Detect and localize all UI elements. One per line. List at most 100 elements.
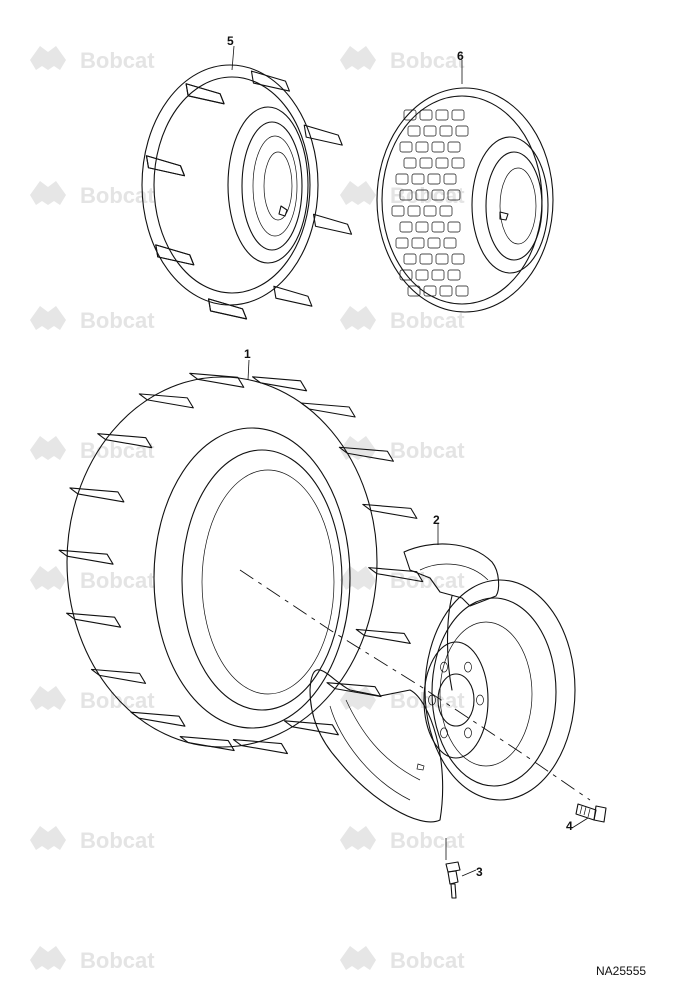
tread-block: [455, 125, 469, 137]
tread-block: [407, 125, 421, 137]
tread-lug: [155, 244, 195, 266]
tread-lug: [251, 376, 308, 392]
tread-lug: [138, 393, 194, 409]
watermark-text: Bobcat: [80, 948, 155, 973]
bobcat-logo-icon: Bobcat: [340, 181, 465, 208]
bolt-hole: [464, 661, 472, 673]
tread-block: [431, 221, 445, 233]
bobcat-logo-icon: Bobcat: [30, 566, 155, 593]
tire-ag-part-1: [58, 372, 424, 755]
tread-lug: [145, 155, 186, 177]
tread-block: [411, 237, 425, 249]
tread-lug: [189, 372, 245, 388]
valve-stem-icon: [445, 838, 461, 899]
tread-block: [419, 157, 433, 169]
bobcat-logo-icon: Bobcat: [30, 181, 155, 208]
tread-block: [451, 157, 465, 169]
watermark-text: Bobcat: [80, 688, 155, 713]
tread-block: [415, 189, 429, 201]
bobcat-logo-icon: Bobcat: [30, 46, 155, 73]
tread-block: [427, 237, 441, 249]
tread-block: [423, 285, 437, 297]
watermark-text: Bobcat: [390, 568, 465, 593]
tread-block: [403, 109, 417, 121]
tread-block: [435, 157, 449, 169]
tread-lug: [250, 70, 290, 92]
tread-block: [415, 221, 429, 233]
callout-1: 1: [244, 347, 251, 361]
tread-block: [411, 173, 425, 185]
tread-block: [399, 189, 413, 201]
tread-lug: [58, 549, 114, 565]
watermark-text: Bobcat: [390, 48, 465, 73]
callout-3: 3: [476, 865, 483, 879]
bobcat-logo-icon: Bobcat: [340, 306, 465, 333]
bolt-hole: [464, 727, 472, 739]
tread-block: [439, 285, 453, 297]
tread-block: [431, 189, 445, 201]
tread-block: [435, 253, 449, 265]
tread-block: [431, 141, 445, 153]
bobcat-logo-icon: Bobcat: [340, 826, 465, 853]
watermark-text: Bobcat: [390, 828, 465, 853]
watermark-text: Bobcat: [80, 828, 155, 853]
tread-lug: [69, 487, 125, 503]
tread-lug: [185, 83, 225, 105]
watermark-text: Bobcat: [390, 438, 465, 463]
bobcat-logo-icon: Bobcat: [340, 566, 465, 593]
tread-block: [443, 237, 457, 249]
bolt-hole: [476, 694, 484, 706]
tread-block: [439, 125, 453, 137]
tread-lug: [326, 682, 382, 698]
tread-block: [395, 237, 409, 249]
bobcat-logo-icon: Bobcat: [340, 46, 465, 73]
tread-block: [399, 141, 413, 153]
tread-block: [451, 109, 465, 121]
watermark-text: Bobcat: [390, 948, 465, 973]
tread-block: [423, 205, 437, 217]
callout-4: 4: [566, 819, 573, 833]
tread-block: [403, 253, 417, 265]
callout-2: 2: [433, 513, 440, 527]
tread-lug: [97, 433, 153, 449]
tread-block: [447, 221, 461, 233]
bolt-hole: [440, 727, 448, 739]
wheel-bolt-icon: [575, 803, 607, 823]
tread-block: [407, 285, 421, 297]
tread-block: [455, 285, 469, 297]
bobcat-logo-icon: Bobcat: [340, 946, 465, 973]
tread-block: [447, 141, 461, 153]
tire-lug-part-5: [141, 64, 353, 320]
tread-block: [431, 269, 445, 281]
tread-lug: [232, 738, 288, 755]
tread-block: [395, 173, 409, 185]
tread-lug: [90, 668, 147, 684]
tread-block: [435, 109, 449, 121]
tread-lug: [303, 124, 343, 146]
tread-lug: [300, 402, 356, 418]
tread-block: [447, 269, 461, 281]
tread-block: [407, 205, 421, 217]
tread-lug: [130, 711, 186, 727]
bobcat-logo-icon: Bobcat: [340, 436, 465, 463]
bolt-hole: [440, 661, 448, 673]
watermark-text: Bobcat: [80, 183, 155, 208]
bobcat-logo-icon: Bobcat: [30, 826, 155, 853]
tread-lug: [273, 285, 313, 307]
bobcat-logo-icon: Bobcat: [30, 686, 155, 713]
tread-lug: [179, 735, 235, 752]
wheel-rim-part-2: [309, 543, 576, 823]
tread-lug: [312, 213, 353, 235]
callout-6: 6: [457, 49, 464, 63]
tread-block: [451, 253, 465, 265]
tread-lug: [362, 503, 418, 519]
figure-id: NA25555: [596, 964, 646, 978]
bobcat-logo-icon: Bobcat: [30, 306, 155, 333]
tread-block: [439, 205, 453, 217]
tread-block: [447, 189, 461, 201]
watermark-text: Bobcat: [80, 48, 155, 73]
tread-block: [391, 205, 405, 217]
tread-block: [419, 109, 433, 121]
tread-block: [399, 269, 413, 281]
